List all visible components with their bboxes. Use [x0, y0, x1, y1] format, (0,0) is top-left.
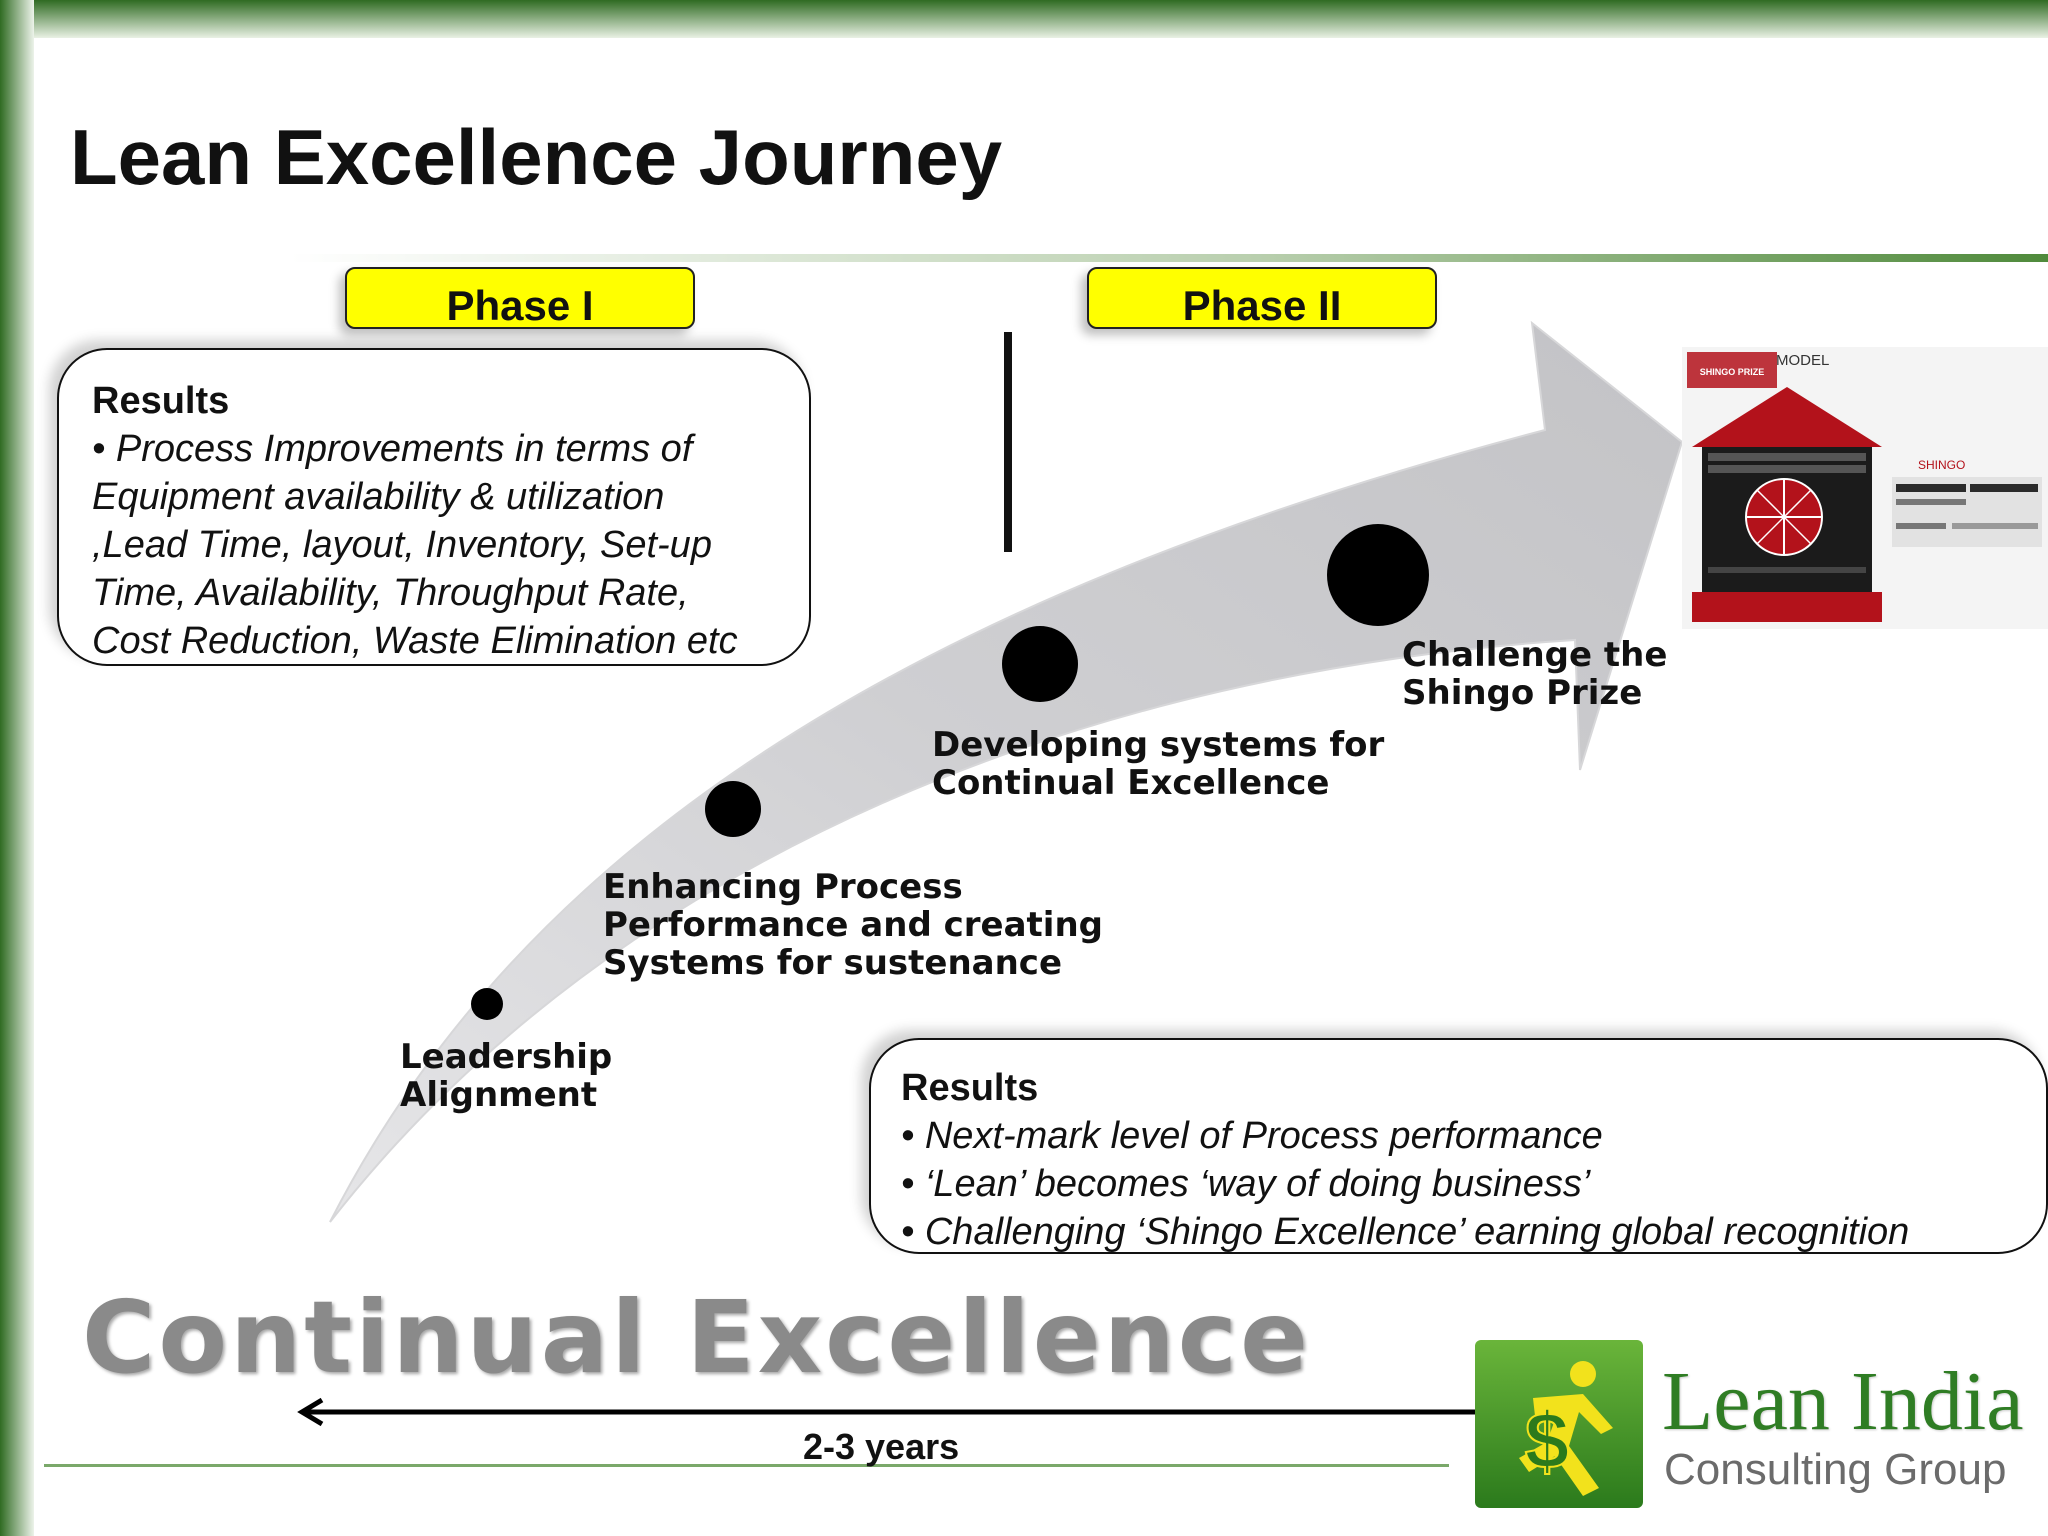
phase-1-text: Phase I: [446, 282, 594, 329]
results-line: Cost Reduction, Waste Elimination etc: [92, 620, 738, 662]
results-line: • Next-mark level of Process performance: [901, 1115, 1603, 1157]
logo-name: Lean India: [1662, 1355, 2024, 1448]
results-line: Time, Availability, Throughput Rate,: [92, 572, 689, 614]
shingo-model-image: SHINGO PRIZE MODEL SHINGO: [1682, 347, 2048, 629]
stage-label-leadership: Leadership Alignment: [400, 1037, 613, 1115]
milestone-dot-2: [705, 781, 761, 837]
phase-1-label: Phase I: [345, 267, 695, 329]
results-line: Equipment availability & utilization: [92, 476, 665, 518]
logo-subtitle: Consulting Group: [1664, 1445, 2007, 1494]
slide-title: Lean Excellence Journey: [70, 113, 1003, 201]
results-line: • ‘Lean’ becomes ‘way of doing business’: [901, 1163, 1591, 1205]
results-box-phase-2: Results • Next-mark level of Process per…: [869, 1038, 2048, 1254]
milestone-dot-3: [1002, 626, 1078, 702]
shingo-model-header: MODEL: [1776, 352, 1829, 369]
results-title: Results: [901, 1067, 1039, 1109]
stage-label-shingo: Challenge the Shingo Prize: [1402, 635, 1668, 713]
results-box-phase-1: Results • Process Improvements in terms …: [57, 348, 811, 666]
continual-excellence-heading: Continual Excellence: [82, 1279, 1311, 1396]
shingo-side-label: SHINGO: [1918, 458, 1965, 472]
duration-label: 2-3 years: [803, 1426, 960, 1467]
logo-symbol: $: [1525, 1396, 1570, 1485]
phase-divider: [1004, 332, 1012, 552]
results-line: • Challenging ‘Shingo Excellence’ earnin…: [901, 1211, 1910, 1253]
phase-2-label: Phase II: [1087, 267, 1437, 329]
results-line: • Process Improvements in terms of: [92, 428, 693, 470]
results-title: Results: [92, 380, 230, 422]
shingo-badge-text: SHINGO PRIZE: [1700, 367, 1765, 377]
phase-2-text: Phase II: [1182, 282, 1342, 329]
stage-label-developing: Developing systems for Continual Excelle…: [932, 725, 1385, 803]
results-line: ,Lead Time, layout, Inventory, Set-up: [92, 524, 712, 566]
milestone-dot-1: [471, 988, 503, 1020]
lean-india-logo-icon: $: [1475, 1340, 1643, 1508]
stage-label-enhancing: Enhancing Process Performance and creati…: [603, 867, 1103, 983]
milestone-dot-4: [1327, 524, 1429, 626]
